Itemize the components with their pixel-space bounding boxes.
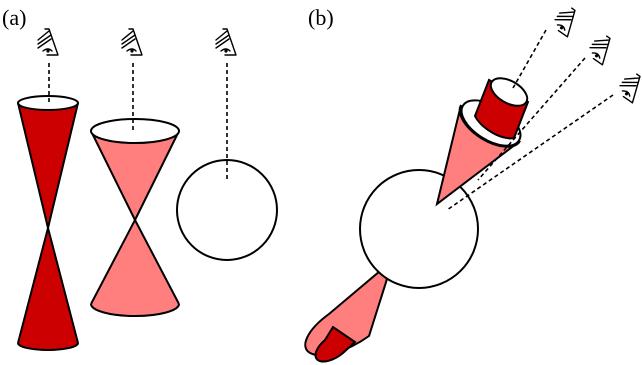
dark-cone-lower	[18, 228, 78, 350]
eye-icon	[585, 31, 619, 66]
light-cone-upper	[91, 131, 179, 220]
sight-line	[512, 29, 547, 89]
upper-light-cone	[435, 104, 521, 207]
sphere-b	[359, 169, 479, 289]
eye-icon	[215, 28, 237, 56]
lower-light-cone	[304, 257, 395, 357]
light-double-cone	[90, 118, 180, 317]
eye-icon	[121, 28, 143, 56]
dark-cone-upper	[18, 103, 78, 228]
panel-a-label: (a)	[2, 5, 26, 30]
sight-line	[477, 57, 586, 181]
panel-b-label: (b)	[308, 5, 334, 30]
sight-line	[446, 94, 614, 211]
light-cone-lower	[91, 220, 179, 316]
dark-double-cone	[17, 95, 79, 351]
dark-cone-opening	[17, 95, 79, 111]
light-cone-opening	[90, 118, 180, 144]
lower-dark-cone	[314, 325, 357, 363]
eye-icon	[615, 69, 642, 104]
eye-icon	[550, 3, 584, 38]
sphere-a	[176, 159, 278, 261]
eye-icon	[37, 28, 59, 56]
upper-dark-cylinder-opening	[489, 77, 529, 107]
